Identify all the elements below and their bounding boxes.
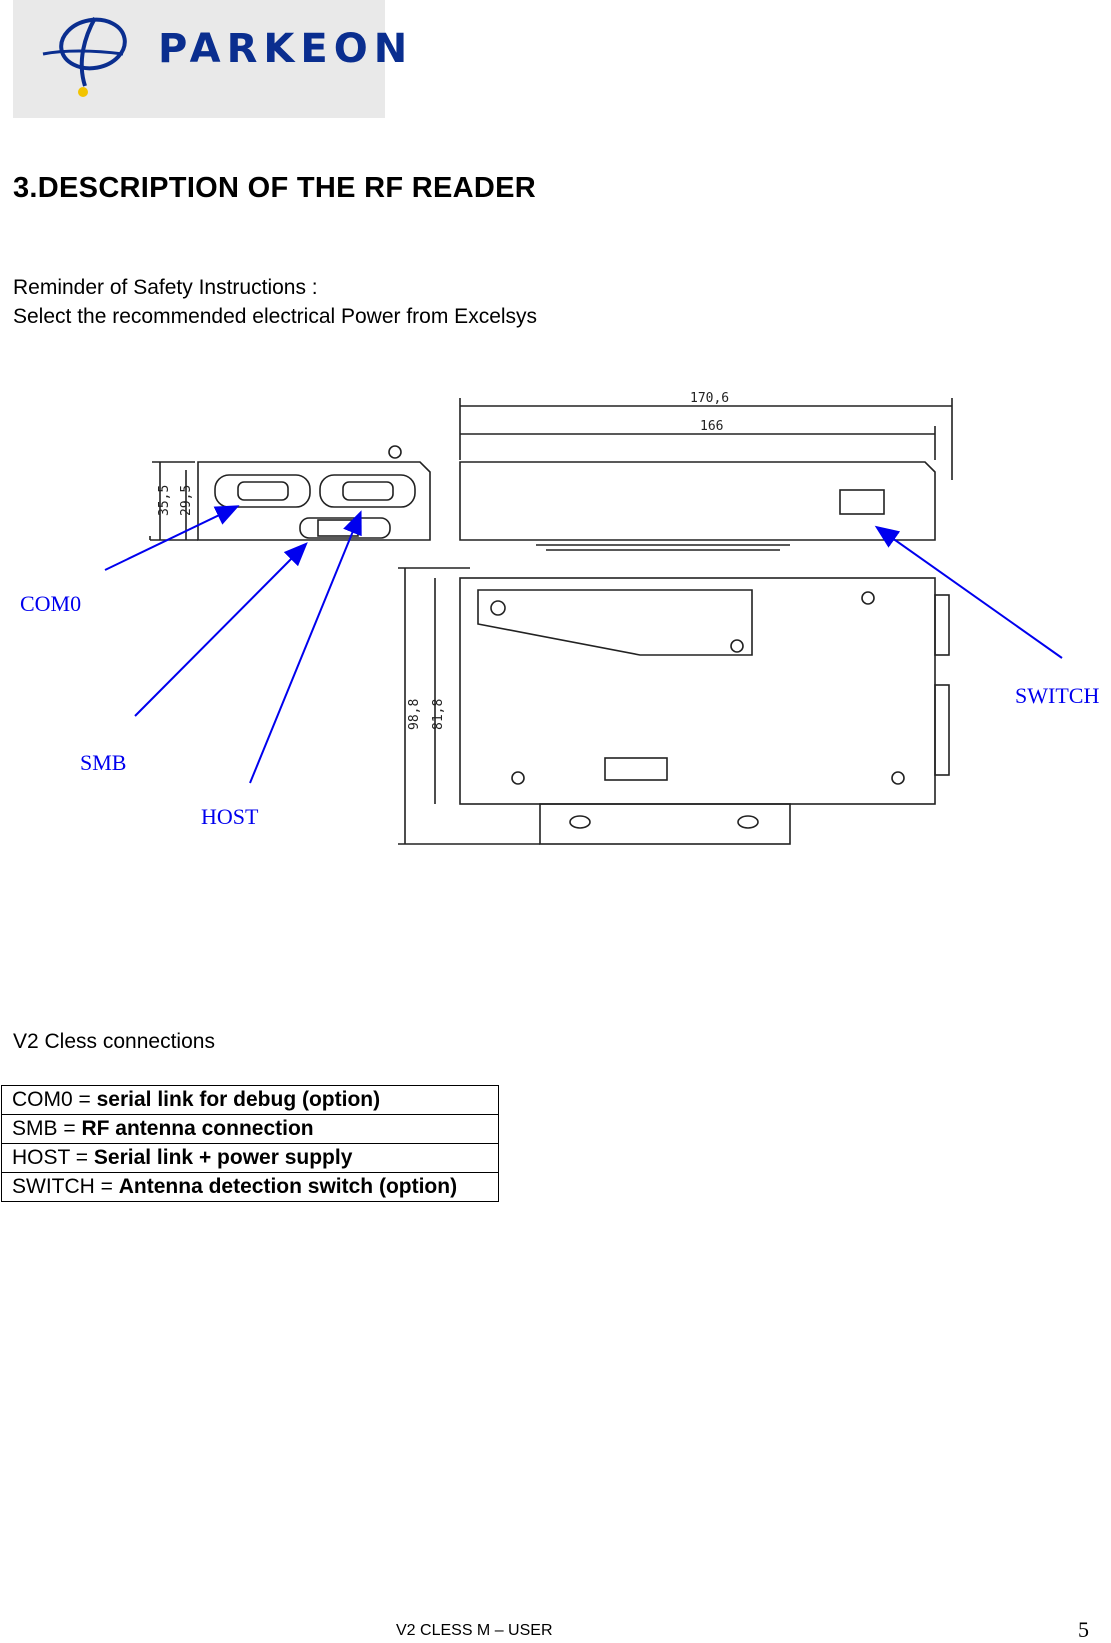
label-switch: SWITCH [1015, 683, 1099, 708]
footer-doc-title: V2 CLESS M – USER [396, 1622, 553, 1639]
conn-name: SWITCH = [12, 1175, 119, 1198]
connections-title: V2 Cless connections [13, 1030, 215, 1053]
safety-reminder: Reminder of Safety Instructions : Select… [13, 273, 537, 331]
conn-value: Serial link + power supply [93, 1146, 353, 1169]
rf-reader-diagram: 170,6 166 35,5 29,5 98,8 81,8 COM0 SMB H… [20, 391, 1099, 845]
conn-value: Antenna detection switch (option) [118, 1175, 458, 1198]
conn-value: RF antenna connection [81, 1117, 314, 1140]
logo: PARKEON [13, 0, 407, 118]
label-smb: SMB [80, 750, 126, 775]
table-row: SWITCH = Antenna detection switch (optio… [1, 1172, 499, 1202]
dim-depth-inner: 81,8 [431, 699, 446, 730]
table-row: SMB = RF antenna connection [1, 1114, 499, 1144]
reminder-line-1: Reminder of Safety Instructions : [13, 276, 318, 299]
parkeon-logo-icon [42, 17, 127, 97]
page-number: 5 [1078, 1617, 1089, 1642]
dim-height-inner: 29,5 [179, 485, 194, 516]
dim-width-outer: 170,6 [690, 391, 729, 406]
dim-depth-outer: 98,8 [407, 699, 422, 730]
logo-text: PARKEON [158, 26, 414, 72]
conn-value: serial link for debug (option) [96, 1088, 381, 1111]
dim-width-inner: 166 [700, 419, 723, 434]
conn-name: SMB = [12, 1117, 82, 1140]
connections-table: COM0 = serial link for debug (option) SM… [1, 1085, 499, 1202]
section-heading: 3.DESCRIPTION OF THE RF READER [13, 172, 536, 204]
label-com0: COM0 [20, 591, 81, 616]
table-row: HOST = Serial link + power supply [1, 1143, 499, 1173]
conn-name: HOST = [12, 1146, 94, 1169]
conn-name: COM0 = [12, 1088, 97, 1111]
dim-height-outer: 35,5 [157, 485, 172, 516]
reminder-line-2: Select the recommended electrical Power … [13, 305, 538, 328]
label-host: HOST [201, 804, 259, 829]
table-row: COM0 = serial link for debug (option) [1, 1085, 499, 1115]
